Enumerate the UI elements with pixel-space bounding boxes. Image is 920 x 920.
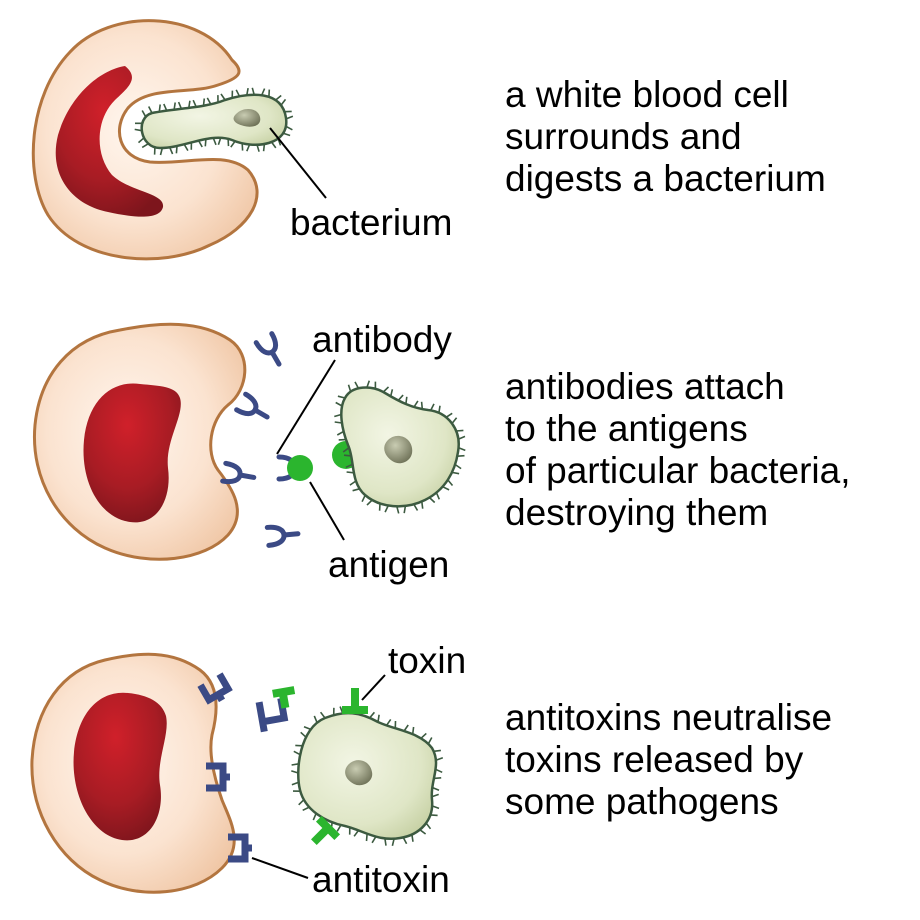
nucleus-2 — [83, 383, 181, 523]
nucleus-1 — [55, 66, 164, 217]
toxin-1-bound — [272, 686, 296, 709]
row-1-phagocytosis: bacterium a white blood cell surrounds a… — [31, 19, 826, 261]
bacterium-leader — [269, 127, 327, 199]
row-3-line-3: some pathogens — [505, 781, 779, 822]
antigen-label: antigen — [328, 544, 449, 585]
row-1-line-2: surrounds and — [505, 116, 742, 157]
antibody-2 — [234, 391, 270, 420]
row-3-line-2: toxins released by — [505, 739, 804, 780]
toxin-label: toxin — [388, 640, 466, 681]
antitoxin-label: antitoxin — [312, 859, 450, 900]
row-1-line-3: digests a bacterium — [505, 158, 826, 199]
antibody-1 — [253, 331, 282, 367]
antitoxin-3 — [206, 762, 230, 792]
row-2-line-4: destroying them — [505, 492, 768, 533]
bacterium-label: bacterium — [290, 202, 452, 243]
toxin-3 — [311, 815, 341, 845]
row-3-line-1: antitoxins neutralise — [505, 697, 832, 738]
row-1-description: a white blood cell surrounds and digests… — [505, 74, 826, 199]
bacterium-2 — [334, 380, 466, 514]
antigen-leader — [309, 481, 345, 541]
row-2-line-3: of particular bacteria, — [505, 450, 851, 491]
antitoxin-4 — [228, 833, 252, 863]
antibody-3 — [220, 460, 257, 485]
antitoxin-leader — [251, 857, 309, 879]
antigen-bound — [287, 455, 313, 481]
row-3-description: antitoxins neutralise toxins released by… — [505, 697, 842, 822]
bacterium-3 — [291, 706, 444, 846]
antibody-leader — [276, 359, 336, 455]
toxin-2 — [342, 688, 368, 714]
nucleus-3 — [73, 692, 167, 841]
antibody-label: antibody — [312, 319, 452, 360]
antitoxin-1 — [197, 672, 233, 705]
row-2-line-1: antibodies attach — [505, 366, 785, 407]
toxin-leader — [361, 674, 386, 701]
row-3-antitoxins: toxin antitoxin antitoxins neutralise to… — [30, 640, 842, 900]
row-2-line-2: to the antigens — [505, 408, 748, 449]
bacterium-nucleus-2 — [384, 435, 413, 464]
row-2-description: antibodies attach to the antigens of par… — [505, 366, 861, 533]
row-2-antibodies: antibody antigen antibodies attach to th… — [32, 319, 861, 585]
row-1-line-1: a white blood cell — [505, 74, 789, 115]
bacterium-nucleus-3 — [345, 760, 373, 786]
bacterium-nucleus-1 — [233, 108, 261, 127]
antibody-4 — [264, 524, 301, 548]
bacterium-1 — [134, 87, 294, 156]
